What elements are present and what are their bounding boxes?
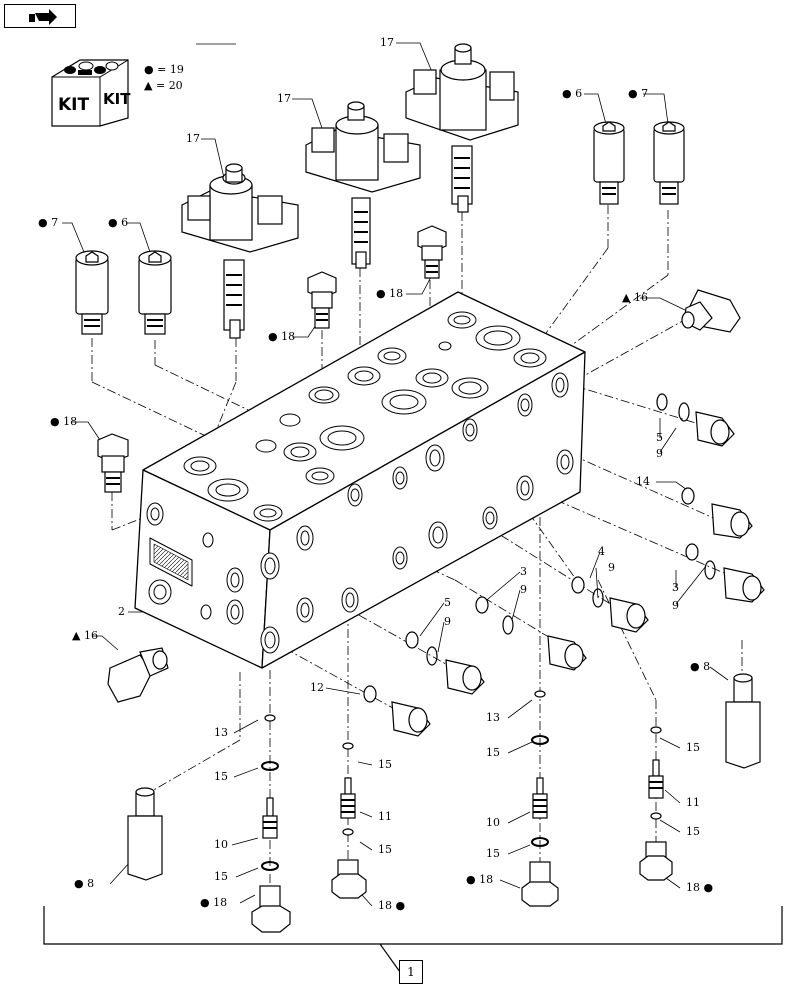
assembly-reference-box[interactable]: 1 — [399, 960, 423, 984]
legend-equals: = — [155, 79, 166, 92]
callout-label[interactable]: 10 — [214, 838, 228, 851]
fitting — [363, 393, 765, 737]
callout-label[interactable]: ● 18 — [200, 896, 228, 909]
callout-label[interactable]: 11 — [686, 796, 700, 809]
cartridge-valve — [138, 250, 172, 335]
cartridge-valve — [593, 121, 625, 205]
callout-label[interactable]: 15 — [686, 825, 700, 838]
callout-label[interactable]: 9 — [656, 447, 663, 460]
callout-label[interactable]: ● 18 — [376, 287, 404, 300]
callout-label[interactable]: 3 — [672, 581, 679, 594]
callout-label[interactable]: ● 8 — [690, 660, 711, 673]
assembly-bracket — [43, 906, 783, 973]
legend-triangle-symbol: ▲ — [144, 79, 153, 92]
callout-label[interactable]: ● 7 — [628, 87, 649, 100]
callout-label[interactable]: ● 18 — [466, 873, 494, 886]
check-valve-8 — [725, 673, 761, 769]
callout-label[interactable]: 15 — [378, 758, 392, 771]
orifice-plug-16 — [107, 647, 169, 703]
callout-label[interactable]: ● 7 — [38, 216, 59, 229]
callout-label[interactable]: 17 — [380, 36, 394, 49]
valve-manifold-block — [134, 291, 586, 669]
cartridge-valve — [653, 121, 685, 205]
legend-value: 19 — [169, 63, 184, 76]
callout-label[interactable]: 17 — [186, 132, 200, 145]
callout-label[interactable]: 17 — [277, 92, 291, 105]
callout-label[interactable]: 12 — [310, 681, 324, 694]
callout-label[interactable]: 15 — [486, 847, 500, 860]
solenoid-valve — [181, 163, 299, 339]
legend-row: ● = 19 — [144, 64, 184, 75]
solenoid-valve — [405, 43, 519, 213]
callout-label[interactable]: 5 — [444, 596, 451, 609]
solenoid-valve — [305, 101, 421, 269]
callout-label[interactable]: 9 — [444, 615, 451, 628]
kit-badge: KIT KIT — [51, 59, 131, 127]
callout-label[interactable]: 13 — [486, 711, 500, 724]
bottom-components — [251, 690, 673, 933]
callout-label[interactable]: 14 — [636, 475, 650, 488]
callout-label[interactable]: 15 — [214, 870, 228, 883]
plug-18 — [417, 225, 447, 279]
callout-label[interactable]: ▲ 16 — [622, 291, 648, 304]
callout-label[interactable]: 15 — [378, 843, 392, 856]
callout-label[interactable]: ● 18 — [50, 415, 78, 428]
callout-label[interactable]: ● 6 — [108, 216, 129, 229]
callout-label[interactable]: 18 ● — [686, 881, 714, 894]
cartridge-valve — [75, 250, 109, 335]
plug-18 — [97, 433, 129, 493]
legend-value: 20 — [168, 79, 183, 92]
callout-label[interactable]: 15 — [686, 741, 700, 754]
callout-label[interactable]: ▲ 16 — [72, 629, 98, 642]
callout-label[interactable]: 13 — [214, 726, 228, 739]
legend-circle-symbol: ● — [144, 63, 154, 76]
callout-label[interactable]: ● 6 — [562, 87, 583, 100]
plug-18 — [307, 271, 337, 329]
callout-label[interactable]: 11 — [378, 810, 392, 823]
callout-label[interactable]: ● 18 — [268, 330, 296, 343]
callout-label[interactable]: 2 — [118, 605, 125, 618]
callout-label[interactable]: 9 — [672, 599, 679, 612]
callout-label[interactable]: 15 — [214, 770, 228, 783]
arrow-right-icon — [29, 9, 57, 25]
callout-label[interactable]: 9 — [520, 583, 527, 596]
nav-arrow-button[interactable] — [4, 4, 76, 28]
legend-equals: = — [157, 63, 167, 76]
legend-row: ▲ = 20 — [144, 80, 183, 91]
callout-label[interactable]: 10 — [486, 816, 500, 829]
callout-label[interactable]: 5 — [656, 431, 663, 444]
callout-label[interactable]: 18 ● — [378, 899, 406, 912]
callout-label[interactable]: 4 — [598, 545, 605, 558]
callout-label[interactable]: ● 8 — [74, 877, 95, 890]
kit-text-left: KIT — [58, 95, 89, 115]
callout-label[interactable]: 3 — [520, 565, 527, 578]
check-valve-8 — [127, 787, 163, 881]
orifice-plug-16 — [681, 289, 741, 333]
kit-text-right: KIT — [103, 90, 131, 108]
callout-label[interactable]: 15 — [486, 746, 500, 759]
callout-label[interactable]: 9 — [608, 561, 615, 574]
